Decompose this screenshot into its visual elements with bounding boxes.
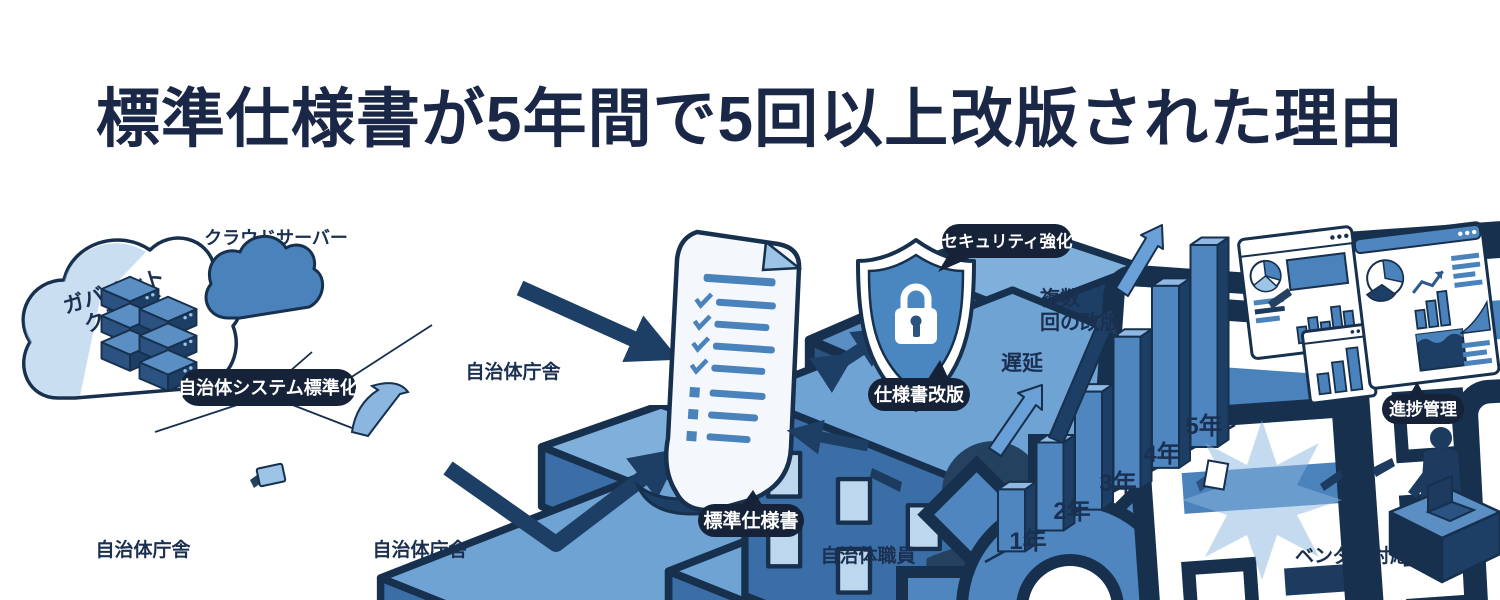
multi-revision-annotation-line2: 回の改版 (1040, 310, 1120, 334)
person-laptop-icon (250, 441, 1075, 600)
laptop-icon (1425, 474, 1477, 523)
standardization-badge-label: 自治体システム標準化 (178, 377, 357, 398)
year-label-5: 5年 (1185, 412, 1222, 440)
arrow-icon (809, 326, 896, 393)
arrow-icon (988, 384, 1043, 457)
revision-badge-label: 仕様書改版 (873, 384, 964, 405)
dashboard-icon (1351, 221, 1500, 390)
starburst-icon (1182, 420, 1342, 580)
multi-revision-annotation-line1: 複数 (1040, 286, 1081, 310)
building-label: 自治体庁舎 (372, 538, 468, 561)
spec-doc-badge: 標準仕様書 (698, 490, 804, 537)
year-label-4: 4年 (1143, 440, 1180, 468)
security-badge: セキュリティ強化 (938, 224, 1073, 272)
cloud-server-icon (204, 234, 325, 320)
dashboard-icon (1237, 225, 1367, 360)
vendor-label: ベンダー対応 (1295, 544, 1409, 567)
staff-person-icon (870, 468, 902, 492)
arrow-icon (1115, 224, 1164, 297)
shield-lock-icon (856, 238, 976, 412)
arrow-icon (786, 419, 870, 455)
bar-chart-illustration (997, 236, 1230, 553)
building-label: 自治体庁舎 (465, 360, 561, 383)
progress-badge-label: 進捗管理 (1389, 399, 1457, 419)
spec-doc-badge-label: 標準仕様書 (703, 509, 798, 532)
flag-arrow-icon (350, 382, 410, 438)
revision-badge: 仕様書改版 (868, 360, 970, 411)
delay-annotation: 遅延 (1001, 352, 1044, 375)
year-label-3: 3年 (1099, 469, 1136, 497)
arrow-icon (443, 447, 683, 552)
arrow-icon (516, 280, 680, 363)
building-label: 自治体庁舎 (95, 538, 191, 561)
page-title: 標準仕様書が5年間で5回以上改版された理由 (96, 83, 1404, 155)
person-gesturing-icon (1320, 458, 1395, 491)
standardization-badge: 自治体システム標準化 (178, 369, 358, 406)
progress-badge: 進捗管理 (1382, 382, 1464, 424)
year-label-2: 2年 (1053, 497, 1090, 525)
person-pointing-icon (1268, 288, 1292, 309)
year-label-1: 1年 (1009, 527, 1046, 555)
staff-label: 自治体職員 (820, 544, 915, 567)
person-holding-doc-icon (1196, 459, 1230, 492)
security-badge-label: セキュリティ強化 (941, 231, 1073, 251)
spec-document-icon (634, 229, 803, 516)
arrow-icon (1048, 307, 1119, 444)
